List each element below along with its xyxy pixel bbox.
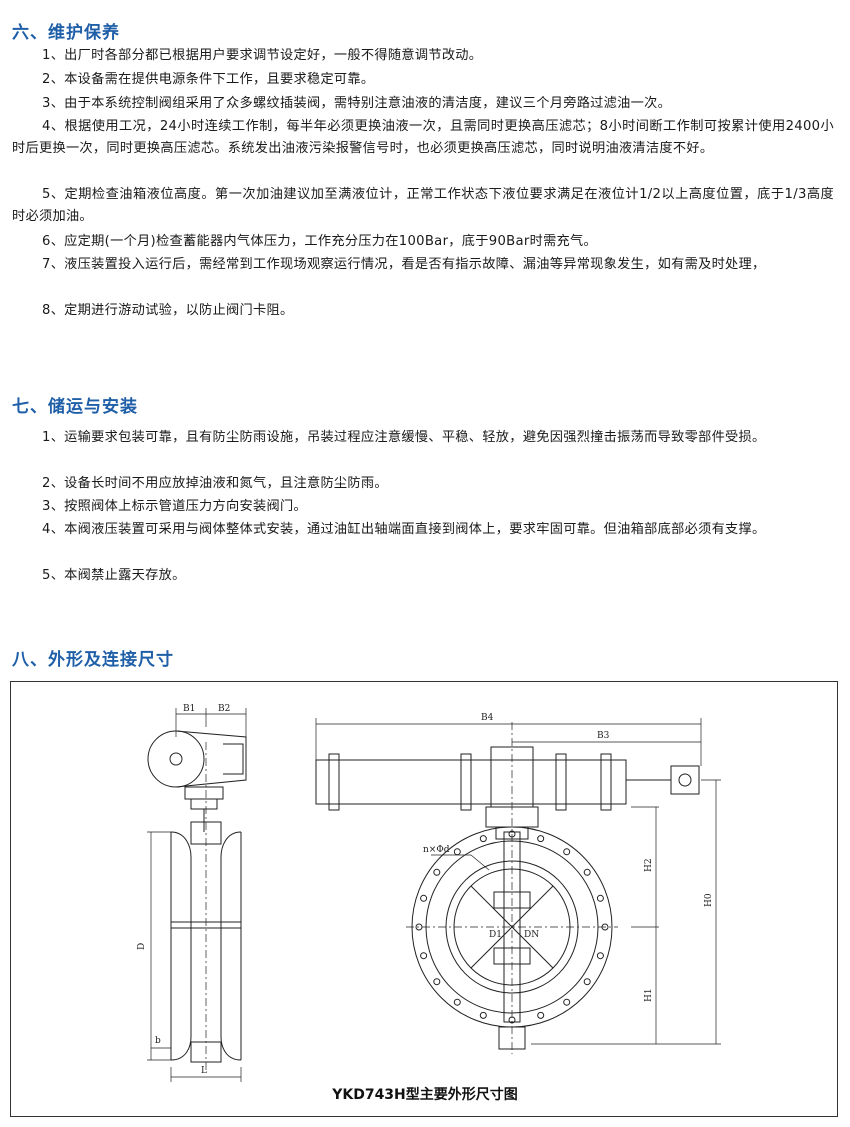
bolt-hole [583,868,591,876]
actuator-bolt-left [169,752,183,766]
maintenance-item-7: 7、液压装置投入运行后，需经常到工作现场观察运行情况，看是否有指示故障、漏油等异… [42,257,766,272]
dim-dn: DN [524,930,539,940]
bolt-hole [453,998,461,1006]
dim-bolt-holes: n×Φd [423,845,450,855]
dim-h1: H1 [644,988,654,1002]
dim-b2: B2 [218,704,230,714]
dim-b1: B1 [183,704,195,714]
valve-drawing-svg: B1 B2 D b L B4 B3 H2 H1 H0 n×Φd D1 DN [137,704,721,1082]
maintenance-item-4: 4、根据使用工况，24小时连续工作制，每半年必须更换油液一次，且需同时更换高压滤… [12,119,834,156]
maintenance-item-6: 6、应定期(一个月)检查蓄能器内气体压力，工作充分压力在100Bar，底于90B… [42,234,598,249]
section-title-maintenance: 六、维护保养 [12,23,120,43]
actuator-head-left [147,730,205,788]
maintenance-item-8: 8、定期进行游动试验，以防止阀门卡阻。 [42,303,294,318]
dim-l: L [201,1066,207,1076]
bolt-hole [596,894,604,902]
maintenance-item-5: 5、定期检查油箱液位高度。第一次加油建议加至满液位计，正常工作状态下液位要求满足… [12,187,834,224]
bolt-hole [479,1011,487,1019]
bolt-hole [596,952,604,960]
bolt-hole [433,978,441,986]
maintenance-item-2: 2、本设备需在提供电源条件下工作，且要求稳定可靠。 [42,72,375,87]
dim-b4: B4 [481,713,494,723]
storage-item-2: 2、设备长时间不用应放掉油液和氮气，且注意防尘防雨。 [42,476,388,491]
bolt-hole [433,868,441,876]
storage-item-3: 3、按照阀体上标示管道压力方向安装阀门。 [42,499,307,514]
bolt-hole [537,835,545,843]
bolt-hole [537,1011,545,1019]
dim-h0: H0 [704,893,714,907]
bolt-hole [563,848,571,856]
dim-d: D [137,943,147,950]
maintenance-item-3: 3、由于本系统控制阀组采用了众多螺纹插装阀，需特别注意油液的清洁度，建议三个月旁… [42,96,672,111]
storage-item-4: 4、本阀液压装置可采用与阀体整体式安装，通过油缸出轴端面直接到阀体上，要求牢固可… [42,522,766,537]
dim-b3: B3 [597,731,610,741]
maintenance-item-1: 1、出厂时各部分都已根据用户要求调节设定好，一般不得随意调节改动。 [42,48,483,63]
bolt-hole [563,998,571,1006]
bolt-hole [420,952,428,960]
dim-h2: H2 [644,858,654,872]
bolt-hole [583,978,591,986]
storage-item-1: 1、运输要求包装可靠，且有防尘防雨设施，吊装过程应注意缓慢、平稳、轻放，避免因强… [42,430,766,445]
dim-d1: D1 [489,930,502,940]
front-view [315,718,721,1054]
bolt-hole [453,848,461,856]
storage-item-5: 5、本阀禁止露天存放。 [42,568,186,583]
section-title-dimensions: 八、外形及连接尺寸 [12,650,174,670]
dim-b: b [155,1036,161,1046]
section-title-storage: 七、储运与安装 [12,397,138,417]
bolt-hole [479,835,487,843]
dimension-drawing: B1 B2 D b L B4 B3 H2 H1 H0 n×Φd D1 DN YK… [10,681,838,1117]
drawing-caption: YKD743H型主要外形尺寸图 [332,1087,518,1103]
side-view [147,708,247,1082]
bolt-hole [420,894,428,902]
